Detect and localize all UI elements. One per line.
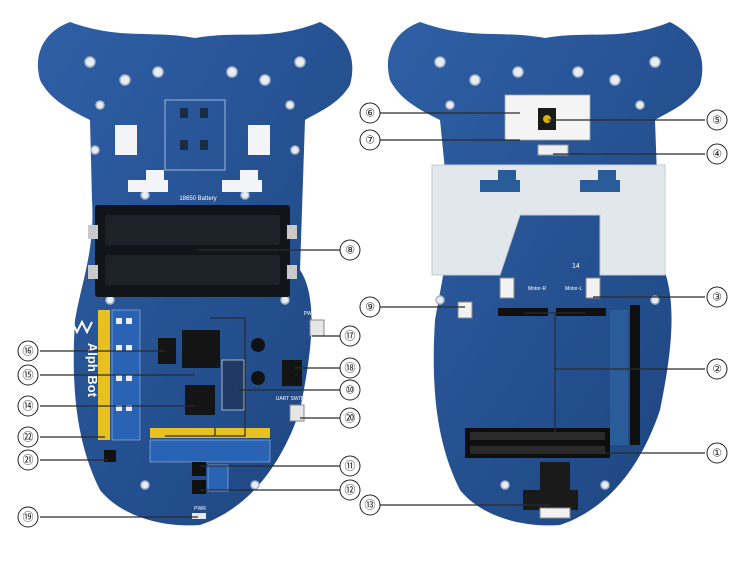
svg-text:⑨: ⑨: [365, 301, 375, 314]
callout-10: ⑩: [339, 379, 361, 401]
pwr-switch-label: PWR SWITCH: [304, 311, 337, 317]
callout-20: ⑳: [339, 407, 361, 429]
callout-4: ④: [706, 143, 728, 165]
svg-text:⑥: ⑥: [365, 107, 375, 120]
svg-text:⑪: ⑪: [345, 460, 356, 473]
callout-12: ⑫: [339, 479, 361, 501]
svg-text:①: ①: [712, 447, 722, 460]
uart-switch: [289, 404, 305, 422]
left-chip-15: [182, 330, 220, 368]
bottom-yellow-header: [150, 428, 270, 438]
svg-text:⑤: ⑤: [712, 114, 722, 127]
battery-holder: 18650 Battery: [88, 196, 297, 297]
svg-text:⑭: ⑭: [23, 400, 34, 413]
callout-17: ⑰: [339, 325, 361, 347]
callout-16: ⑯: [17, 340, 39, 362]
callout-3: ③: [706, 286, 728, 308]
joystick-21: [104, 450, 116, 462]
left-board-cutouts: [115, 125, 270, 192]
svg-text:㉑: ㉑: [23, 454, 34, 467]
callout-13: ⑬: [359, 494, 381, 516]
callout-21: ㉑: [17, 449, 39, 471]
svg-text:⑧: ⑧: [345, 244, 355, 257]
left-mounting-holes: [84, 56, 306, 490]
left-chip-16: [158, 338, 176, 364]
uart-switch-label: UART SWITCH: [276, 396, 311, 402]
callout-7: ⑦: [359, 129, 381, 151]
right-mounting-holes: [434, 56, 661, 490]
callout-6: ⑥: [359, 102, 381, 124]
callout-18: ⑱: [339, 357, 361, 379]
side-header-right: [630, 305, 640, 445]
svg-text:⑬: ⑬: [365, 499, 376, 512]
callout-1: ①: [706, 442, 728, 464]
motor-l-label: Motor-L: [565, 286, 582, 292]
svg-text:⑮: ⑮: [23, 369, 34, 382]
pad-number: 14: [572, 263, 580, 270]
battery-label: 18650 Battery: [179, 196, 216, 202]
waveshare-logo: [71, 319, 93, 335]
callout-labels: ⑯ ⑮ ⑭ ㉒ ㉑ ⑲ ⑧ ⑰ ⑱ ⑩ ⑳ ⑪ ⑫ ⑥ ⑦ ⑨ ⑬ ⑤ ④ ③ …: [17, 102, 728, 528]
svg-text:⑦: ⑦: [365, 134, 375, 147]
left-board: 18650 Battery Alph Bot: [37, 22, 353, 526]
callout-9: ⑨: [359, 296, 381, 318]
connector-13: [523, 490, 578, 510]
callout-8: ⑧: [339, 239, 361, 261]
callout-5: ⑤: [706, 109, 728, 131]
callout-lines: [40, 112, 705, 518]
svg-text:⑲: ⑲: [23, 511, 34, 524]
connector-4: [537, 144, 569, 156]
right-chip-18: [282, 360, 302, 386]
sensor-header-right: [556, 308, 606, 316]
svg-text:⑯: ⑯: [23, 345, 34, 358]
svg-text:④: ④: [712, 148, 722, 161]
callout-2: ②: [706, 358, 728, 380]
callout-14: ⑭: [17, 395, 39, 417]
jumper-11: [192, 462, 206, 476]
pwr-switch: [309, 319, 325, 337]
motor-l-connector: [585, 277, 601, 299]
jumper-12: [192, 480, 206, 494]
callout-11: ⑪: [339, 455, 361, 477]
sensor-header-left: [498, 308, 548, 316]
callout-19: ⑲: [17, 506, 39, 528]
left-chip-10-block: [221, 359, 245, 411]
capacitor: [251, 338, 265, 352]
left-chip-14: [185, 385, 215, 415]
svg-text:⑳: ⑳: [345, 412, 356, 425]
chassis-plate: [431, 164, 666, 276]
callout-15: ⑮: [17, 364, 39, 386]
alphabot-brand: Alph Bot: [85, 343, 100, 398]
svg-text:②: ②: [712, 363, 722, 376]
motor-r-label: Motor-R: [528, 286, 546, 292]
svg-text:⑫: ⑫: [345, 484, 356, 497]
pwr-label: PWR: [194, 506, 206, 512]
svg-text:⑰: ⑰: [345, 330, 356, 343]
svg-text:⑱: ⑱: [345, 362, 356, 375]
power-jack-9: [457, 301, 473, 319]
svg-text:⑩: ⑩: [345, 384, 355, 397]
ir-sensor-area: [164, 99, 226, 171]
motor-r-connector: [499, 277, 515, 299]
svg-text:㉒: ㉒: [23, 431, 34, 444]
callout-22: ㉒: [17, 426, 39, 448]
right-board: Motor-R Motor-L 14: [387, 22, 703, 526]
svg-text:③: ③: [712, 291, 722, 304]
